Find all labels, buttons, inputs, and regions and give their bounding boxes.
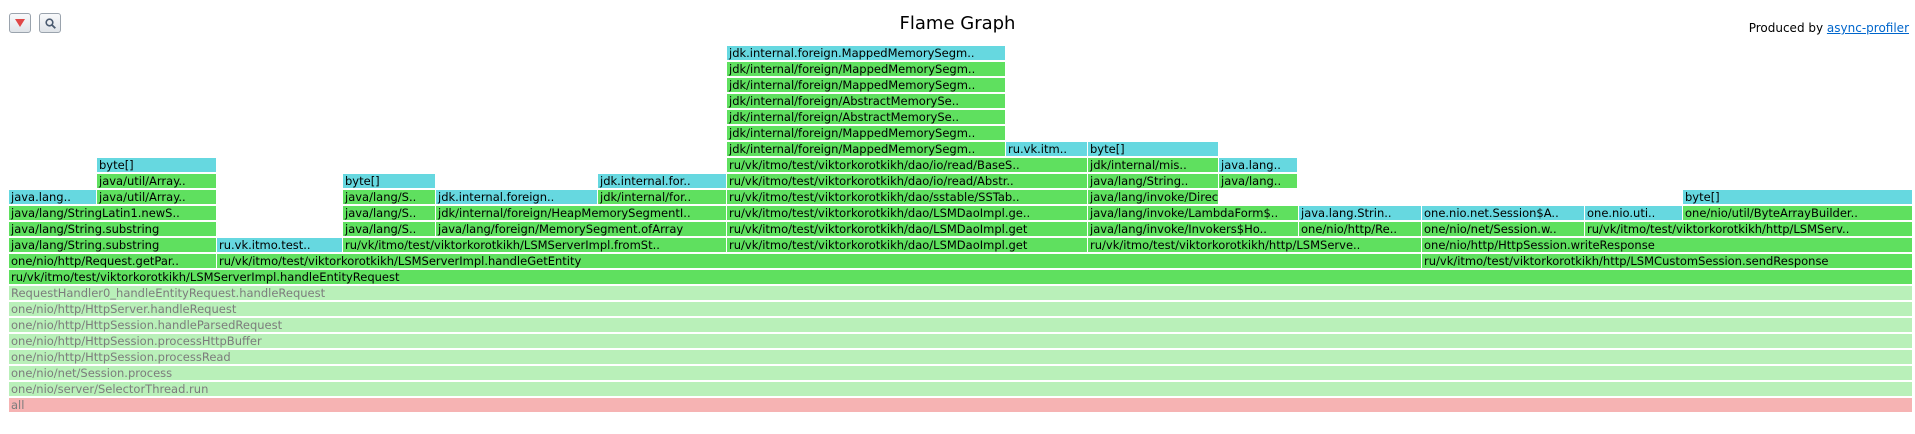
page-title: Flame Graph [899,13,1016,34]
flame-frame[interactable]: one/nio/util/ByteArrayBuilder.. [1683,206,1913,221]
flame-frame[interactable]: java.lang.Strin.. [1299,206,1422,221]
flame-frame[interactable]: java/lang/S.. [343,222,436,237]
flame-frame[interactable]: one/nio/http/HttpServer.handleRequest [9,302,1913,317]
flame-frame[interactable]: ru.vk.itm.. [1006,142,1088,157]
flame-frame[interactable]: ru/vk/itmo/test/viktorkorotkikh/http/LSM… [1585,222,1913,237]
flame-frame[interactable]: java/lang/invoke/Invokers$Ho.. [1088,222,1299,237]
flame-frame[interactable]: java/lang/StringLatin1.newS.. [9,206,217,221]
reverse-button[interactable] [9,13,31,33]
flame-frame[interactable]: jdk/internal/foreign/MappedMemorySegm.. [727,62,1006,77]
flame-frame[interactable]: jdk.internal.for.. [598,174,727,189]
flame-frame[interactable]: java/lang/foreign/MemorySegment.ofArray [436,222,727,237]
flame-frame[interactable]: one/nio/http/HttpSession.handleParsedReq… [9,318,1913,333]
flame-frame[interactable]: jdk.internal.foreign.MappedMemorySegm.. [727,46,1006,61]
flame-frame[interactable]: ru/vk/itmo/test/viktorkorotkikh/http/LSM… [1088,238,1422,253]
flame-frame[interactable]: byte[] [343,174,436,189]
flame-frame[interactable]: java/lang/String.substring [9,222,217,237]
flame-frame[interactable]: java/lang/S.. [343,190,436,205]
flame-frame[interactable]: RequestHandler0_handleEntityRequest.hand… [9,286,1913,301]
flame-frame[interactable]: java/lang/invoke/LambdaForm$.. [1088,206,1299,221]
flame-frame[interactable]: java.lang.. [9,190,97,205]
search-icon [44,17,56,29]
flame-frame[interactable]: java/lang/String.substring [9,238,217,253]
flame-frame[interactable]: byte[] [97,158,217,173]
flame-frame[interactable]: java/util/Array.. [97,190,217,205]
flame-frame[interactable]: jdk/internal/foreign/HeapMemorySegmentI.… [436,206,727,221]
flame-frame[interactable]: all [9,398,1913,413]
flame-frame[interactable]: ru/vk/itmo/test/viktorkorotkikh/LSMServe… [343,238,727,253]
flame-frame[interactable]: byte[] [1088,142,1219,157]
flame-frame[interactable]: jdk/internal/foreign/AbstractMemorySe.. [727,94,1006,109]
flame-frame[interactable]: ru/vk/itmo/test/viktorkorotkikh/dao/LSMD… [727,206,1088,221]
flame-frame[interactable]: jdk.internal.foreign.. [436,190,598,205]
flame-frame[interactable]: jdk/internal/foreign/AbstractMemorySe.. [727,110,1006,125]
search-button[interactable] [39,13,61,33]
flame-frame[interactable]: java.lang.. [1219,158,1298,173]
flame-frame[interactable]: one.nio.net.Session$A.. [1422,206,1585,221]
produced-by: Produced by async-profiler [1749,21,1909,35]
flame-frame[interactable]: one/nio/http/HttpSession.processRead [9,350,1913,365]
flame-frame[interactable]: java/lang/String.. [1088,174,1219,189]
async-profiler-link[interactable]: async-profiler [1826,21,1909,35]
flame-frame[interactable]: java/lang.. [1219,174,1298,189]
flame-frame[interactable]: ru.vk.itmo.test.. [217,238,343,253]
flame-frame[interactable]: jdk/internal/for.. [598,190,727,205]
flame-frame[interactable]: java/lang/invoke/DirectMetho.. [1088,190,1219,205]
flame-frame[interactable]: byte[] [1683,190,1913,205]
flame-frame[interactable]: one/nio/net/Session.w.. [1422,222,1585,237]
flame-frame[interactable]: java/util/Array.. [97,174,217,189]
flame-frame[interactable]: one.nio.uti.. [1585,206,1683,221]
flame-frame[interactable]: ru/vk/itmo/test/viktorkorotkikh/http/LSM… [1422,254,1913,269]
flame-frame[interactable]: one/nio/net/Session.process [9,366,1913,381]
flame-frame[interactable]: ru/vk/itmo/test/viktorkorotkikh/dao/LSMD… [727,238,1088,253]
flame-frame[interactable]: ru/vk/itmo/test/viktorkorotkikh/dao/io/r… [727,174,1088,189]
flame-frame[interactable]: ru/vk/itmo/test/viktorkorotkikh/LSMServe… [9,270,1913,285]
flame-frame[interactable]: jdk/internal/foreign/MappedMemorySegm.. [727,78,1006,93]
flame-frame[interactable]: one/nio/http/HttpSession.writeResponse [1422,238,1913,253]
flame-frame[interactable]: jdk/internal/foreign/MappedMemorySegm.. [727,126,1006,141]
flame-frame[interactable]: one/nio/http/Re.. [1299,222,1422,237]
flame-frame[interactable]: ru/vk/itmo/test/viktorkorotkikh/dao/ssta… [727,190,1088,205]
produced-by-label: Produced by [1748,21,1827,35]
flame-frame[interactable]: one/nio/http/Request.getPar.. [9,254,217,269]
flame-frame[interactable]: ru/vk/itmo/test/viktorkorotkikh/dao/LSMD… [727,222,1088,237]
flame-frame[interactable]: ru/vk/itmo/test/viktorkorotkikh/LSMServe… [217,254,1422,269]
flame-frame[interactable]: one/nio/server/SelectorThread.run [9,382,1913,397]
flame-frame[interactable]: jdk/internal/foreign/MappedMemorySegm.. [727,142,1006,157]
flame-frame[interactable]: one/nio/http/HttpSession.processHttpBuff… [9,334,1913,349]
flame-frame[interactable]: ru/vk/itmo/test/viktorkorotkikh/dao/io/r… [727,158,1088,173]
flame-frame[interactable]: java/lang/S.. [343,206,436,221]
triangle-down-icon [15,19,25,27]
flame-frame[interactable]: jdk/internal/mis.. [1088,158,1219,173]
